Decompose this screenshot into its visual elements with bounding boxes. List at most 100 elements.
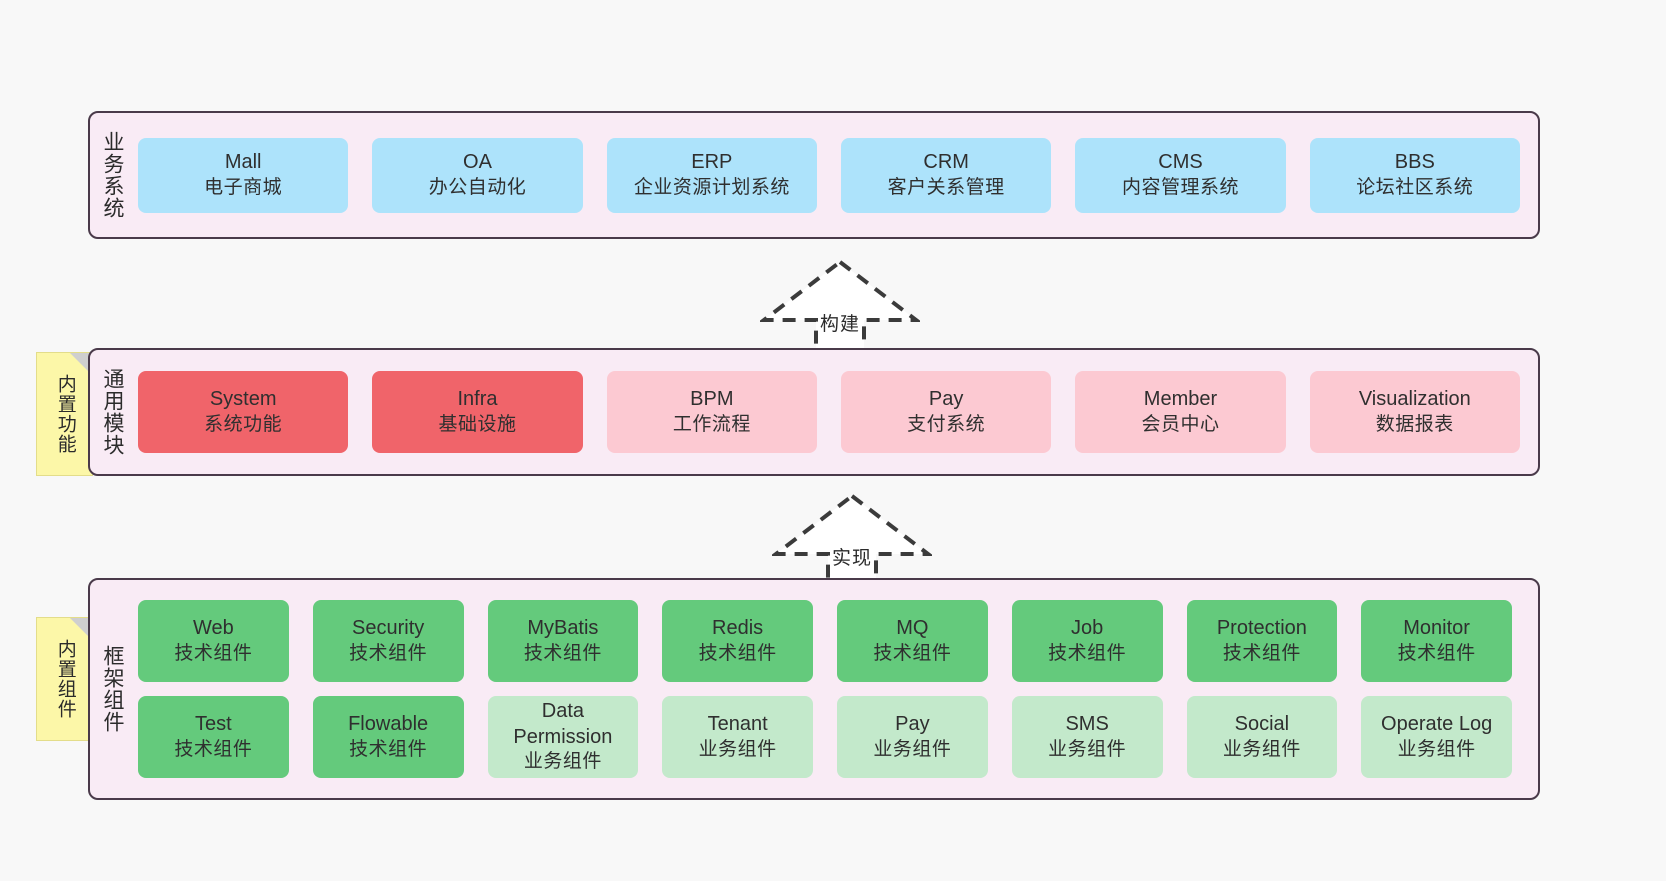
card-title-en: Operate Log — [1381, 713, 1493, 736]
card-title-en: MyBatis — [527, 617, 599, 640]
card-monitor[interactable]: Monitor 技术组件 — [1361, 600, 1512, 682]
card-job[interactable]: Job 技术组件 — [1011, 600, 1163, 682]
card-visualization[interactable]: Visualization 数据报表 — [1309, 371, 1520, 453]
layer-body-business: Mall 电子商城 OA 办公自动化 ERP 企业资源计划系统 CRM 客户关系… — [134, 113, 1538, 237]
card-title-en: Job — [1071, 617, 1104, 640]
card-title-cn: 基础设施 — [438, 413, 517, 435]
card-flowable[interactable]: Flowable 技术组件 — [312, 696, 464, 778]
layer-business-systems: 业务系统 Mall 电子商城 OA 办公自动化 ERP 企业资源计划系统 CRM… — [88, 111, 1540, 239]
card-title-cn: 论坛社区系统 — [1356, 176, 1474, 198]
card-row-business: Test 技术组件 Flowable 技术组件 Data Permission … — [138, 696, 1512, 778]
card-title-en: BPM — [690, 388, 734, 411]
card-crm[interactable]: CRM 客户关系管理 — [840, 137, 1052, 213]
card-title-cn: 企业资源计划系统 — [633, 176, 790, 198]
card-title-cn: 技术组件 — [523, 642, 602, 664]
card-row: Mall 电子商城 OA 办公自动化 ERP 企业资源计划系统 CRM 客户关系… — [138, 137, 1520, 213]
card-title-en: System — [209, 388, 277, 411]
card-title-cn: 数据报表 — [1375, 413, 1454, 435]
card-title-en: OA — [463, 151, 492, 174]
card-oa[interactable]: OA 办公自动化 — [372, 137, 583, 213]
card-title-cn: 业务组件 — [1397, 738, 1476, 760]
layer-common-modules: 通用模块 System 系统功能 Infra 基础设施 BPM 工作流程 Pay… — [88, 348, 1540, 476]
card-data-permission[interactable]: Data Permission 业务组件 — [487, 696, 639, 778]
card-title-cn: 技术组件 — [174, 642, 253, 664]
card-title-en: CMS — [1158, 151, 1203, 174]
layer-framework-components: 框架组件 Web 技术组件 Security 技术组件 MyBatis 技术组件… — [88, 578, 1540, 800]
card-title-cn: 电子商城 — [204, 176, 283, 198]
card-system[interactable]: System 系统功能 — [138, 371, 349, 453]
card-title-cn: 业务组件 — [873, 738, 952, 760]
connector-implement: 实现 — [772, 492, 932, 592]
card-title-en: SMS — [1065, 713, 1109, 736]
card-mq[interactable]: MQ 技术组件 — [837, 600, 988, 682]
card-sms[interactable]: SMS 业务组件 — [1011, 696, 1163, 778]
card-row: System 系统功能 Infra 基础设施 BPM 工作流程 Pay 支付系统… — [138, 371, 1520, 453]
card-title-cn: 支付系统 — [907, 413, 986, 435]
card-mybatis[interactable]: MyBatis 技术组件 — [487, 600, 639, 682]
connector-label-build: 构建 — [819, 314, 860, 335]
card-title-en: BBS — [1394, 151, 1435, 174]
card-mall[interactable]: Mall 电子商城 — [138, 137, 349, 213]
card-title-cn: 工作流程 — [672, 413, 751, 435]
card-row-technical: Web 技术组件 Security 技术组件 MyBatis 技术组件 Redi… — [138, 600, 1512, 682]
card-member[interactable]: Member 会员中心 — [1075, 371, 1286, 453]
card-cms[interactable]: CMS 内容管理系统 — [1075, 137, 1286, 213]
card-title-cn: 办公自动化 — [428, 176, 527, 198]
card-title-en: Web — [192, 617, 234, 640]
card-infra[interactable]: Infra 基础设施 — [372, 371, 583, 453]
card-title-en: Visualization — [1358, 388, 1471, 411]
card-title-cn: 技术组件 — [349, 642, 428, 664]
card-title-en: Mall — [224, 151, 262, 174]
card-title-en: Redis — [712, 617, 764, 640]
layer-body-framework: Web 技术组件 Security 技术组件 MyBatis 技术组件 Redi… — [134, 580, 1538, 798]
note-builtin-functions: 内置功能 — [36, 352, 93, 476]
card-erp[interactable]: ERP 企业资源计划系统 — [606, 137, 817, 213]
card-pay-business[interactable]: Pay 业务组件 — [837, 696, 988, 778]
card-title-cn: 会员中心 — [1141, 413, 1220, 435]
card-title-en: Pay — [928, 388, 964, 411]
card-title-en: Social — [1234, 713, 1290, 736]
card-title-cn: 技术组件 — [349, 738, 428, 760]
card-bbs[interactable]: BBS 论坛社区系统 — [1309, 137, 1520, 213]
card-social[interactable]: Social 业务组件 — [1186, 696, 1338, 778]
card-redis[interactable]: Redis 技术组件 — [662, 600, 813, 682]
note-text: 内置功能 — [54, 374, 76, 454]
card-pay[interactable]: Pay 支付系统 — [840, 371, 1052, 453]
layer-label-business: 业务系统 — [101, 131, 125, 219]
card-title-cn: 技术组件 — [1397, 642, 1476, 664]
layer-body-modules: System 系统功能 Infra 基础设施 BPM 工作流程 Pay 支付系统… — [134, 350, 1538, 474]
card-title-en: Data Permission — [513, 700, 613, 748]
card-web[interactable]: Web 技术组件 — [138, 600, 289, 682]
card-security[interactable]: Security 技术组件 — [312, 600, 464, 682]
card-title-cn: 业务组件 — [1222, 738, 1301, 760]
card-title-en: Tenant — [707, 713, 768, 736]
card-title-en: ERP — [691, 151, 733, 174]
card-title-cn: 技术组件 — [174, 738, 253, 760]
card-title-cn: 业务组件 — [698, 738, 777, 760]
card-title-en: Pay — [895, 713, 930, 736]
card-title-cn: 业务组件 — [523, 751, 602, 773]
card-title-cn: 内容管理系统 — [1121, 176, 1239, 198]
card-title-en: Monitor — [1403, 617, 1470, 640]
card-title-cn: 业务组件 — [1048, 738, 1127, 760]
card-title-en: Member — [1143, 388, 1218, 411]
card-operate-log[interactable]: Operate Log 业务组件 — [1361, 696, 1512, 778]
card-title-en: Test — [195, 713, 232, 736]
layer-label-framework: 框架组件 — [101, 645, 125, 733]
card-protection[interactable]: Protection 技术组件 — [1186, 600, 1338, 682]
card-title-cn: 客户关系管理 — [887, 176, 1005, 198]
card-title-cn: 技术组件 — [1222, 642, 1301, 664]
connector-label-implement: 实现 — [831, 548, 872, 569]
card-title-en: Flowable — [348, 713, 429, 736]
card-title-cn: 系统功能 — [204, 413, 283, 435]
layer-label-modules: 通用模块 — [101, 368, 125, 456]
connector-build: 构建 — [760, 258, 920, 358]
card-title-en: MQ — [896, 617, 929, 640]
note-text: 内置组件 — [54, 639, 76, 719]
card-tenant[interactable]: Tenant 业务组件 — [662, 696, 813, 778]
note-builtin-components: 内置组件 — [36, 617, 93, 741]
card-bpm[interactable]: BPM 工作流程 — [606, 371, 817, 453]
card-title-cn: 技术组件 — [873, 642, 952, 664]
card-title-en: Infra — [457, 388, 498, 411]
card-test[interactable]: Test 技术组件 — [138, 696, 289, 778]
